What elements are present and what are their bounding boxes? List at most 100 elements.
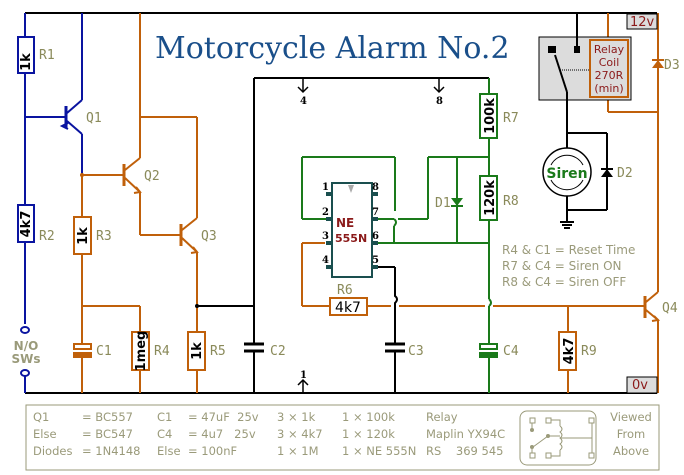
parts-list-box <box>25 404 660 471</box>
timing-network <box>301 78 498 393</box>
d1-label: D1 <box>435 196 451 211</box>
bom-cell: RS 369 545 <box>426 444 503 458</box>
c2-label: C2 <box>270 344 286 359</box>
switch-label-1: N/O <box>14 339 39 353</box>
bom-cell: C4 <box>157 427 172 441</box>
q4-label: Q4 <box>662 301 678 316</box>
relay-text-3: 270R <box>595 69 624 82</box>
c4-plate-negative <box>479 352 498 358</box>
relay-text-1: Relay <box>594 43 625 56</box>
bom-cell: Above <box>613 444 649 458</box>
r4-label: R4 <box>154 344 170 359</box>
q2-q3-section <box>73 13 206 393</box>
bom-cell: 1 × 100k <box>342 410 395 424</box>
pin-marker-4: 4 <box>300 96 307 107</box>
diagram-title: Motorcycle Alarm No.2 <box>155 31 510 66</box>
r3-value: 1k <box>76 227 91 245</box>
bom-cell: C1 <box>157 410 172 424</box>
q2-emitter-arrow-icon <box>133 186 142 194</box>
r9-value: 4k7 <box>562 338 577 365</box>
r5-value: 1k <box>190 342 205 360</box>
ic-pin-2: 2 <box>322 207 329 218</box>
relay-pinout-icon <box>519 410 597 466</box>
c1-label: C1 <box>96 344 112 359</box>
q3-label: Q3 <box>201 229 217 244</box>
q2-label: Q2 <box>144 169 160 184</box>
positive-rail-box <box>626 13 658 30</box>
q4-emitter-arrow-icon <box>651 315 661 322</box>
r9-label: R9 <box>581 344 597 359</box>
timer-supply-section <box>197 77 489 393</box>
r1-label: R1 <box>39 48 55 63</box>
relay-coil-box <box>589 39 629 98</box>
relay-pinout-dot <box>530 428 534 432</box>
ne555-ic <box>326 182 378 278</box>
bom-cell: Diodes <box>33 444 72 458</box>
bom-cell: = 100nF <box>188 444 237 458</box>
bom-cell: = BC557 <box>82 410 133 424</box>
note-siren-on: R7 & C4 = Siren ON <box>502 259 622 273</box>
q1-label: Q1 <box>86 111 102 126</box>
bom-cell: Else <box>33 427 57 441</box>
bom-cell: Viewed <box>610 410 652 424</box>
relay-contact <box>548 46 556 53</box>
bom-cell: = 4u7 25v <box>188 427 256 441</box>
c4-label: C4 <box>503 344 519 359</box>
ground-rail-box <box>626 376 658 394</box>
bom-cell: Else <box>157 444 181 458</box>
ic-name-1: NE <box>336 216 354 230</box>
ic-name-2: 555N <box>335 232 367 245</box>
siren-section <box>542 132 608 229</box>
parts-list: Q1 Else Diodes = BC557 = BC547 = 1N4148 … <box>33 410 652 458</box>
d2-label: D2 <box>617 166 633 181</box>
bom-cell: 1 × NE 555N <box>342 444 416 458</box>
bom-cell: = 1N4148 <box>82 444 140 458</box>
ic-pin-5: 5 <box>372 255 379 266</box>
pin-marker-8: 8 <box>436 96 443 107</box>
r7-value: 100k <box>483 98 498 134</box>
d3-label: D3 <box>664 58 680 73</box>
bom-cell: 1 × 1M <box>277 444 319 458</box>
relay-contact <box>574 46 580 53</box>
d2-diode-icon <box>601 169 613 177</box>
r3-label: R3 <box>96 229 112 244</box>
d1-diode-icon <box>451 198 463 206</box>
d3-diode-icon <box>652 60 664 68</box>
c1-plate-positive <box>73 343 92 350</box>
note-siren-off: R8 & C4 = Siren OFF <box>502 275 626 289</box>
junction-dot <box>195 304 199 308</box>
bom-cell: Maplin YX94C <box>426 427 505 441</box>
q1-section <box>17 13 83 393</box>
q3-emitter-arrow-icon <box>190 246 199 254</box>
r7-label: R7 <box>503 111 519 126</box>
relay-pinout-dot <box>530 445 534 449</box>
r8-value: 120k <box>483 180 498 216</box>
bom-cell: Relay <box>426 410 458 424</box>
r6-value: 4k7 <box>335 300 361 316</box>
bom-cell: 3 × 4k7 <box>277 427 323 441</box>
q1-emitter-arrow-icon <box>59 122 69 130</box>
relay-switch-arm <box>554 54 568 93</box>
ic-pin-1: 1 <box>322 182 329 193</box>
r6-label: R6 <box>337 283 353 298</box>
bom-cell: 3 × 1k <box>277 410 316 424</box>
relay-text-2: Coil <box>599 56 620 69</box>
c3-label: C3 <box>408 344 424 359</box>
siren-label: Siren <box>546 166 587 182</box>
relay-text-4: (min) <box>594 82 623 95</box>
bom-cell: 1 × 120k <box>342 427 395 441</box>
switch-label-2: SWs <box>11 352 40 366</box>
r2-label: R2 <box>39 229 55 244</box>
positive-rail-label: 12v <box>630 15 655 30</box>
ic-pin-7: 7 <box>372 207 379 218</box>
pin-markers <box>297 79 445 393</box>
bom-cell: = BC547 <box>82 427 133 441</box>
r1-value: 1k <box>19 53 34 71</box>
ic-pin-3: 3 <box>322 231 329 242</box>
c4-plate-positive <box>479 343 498 350</box>
r4-value: 1meg <box>134 331 149 372</box>
bom-cell: = 47uF 25v <box>188 410 259 424</box>
r5-label: R5 <box>210 344 226 359</box>
r8-label: R8 <box>503 194 519 209</box>
